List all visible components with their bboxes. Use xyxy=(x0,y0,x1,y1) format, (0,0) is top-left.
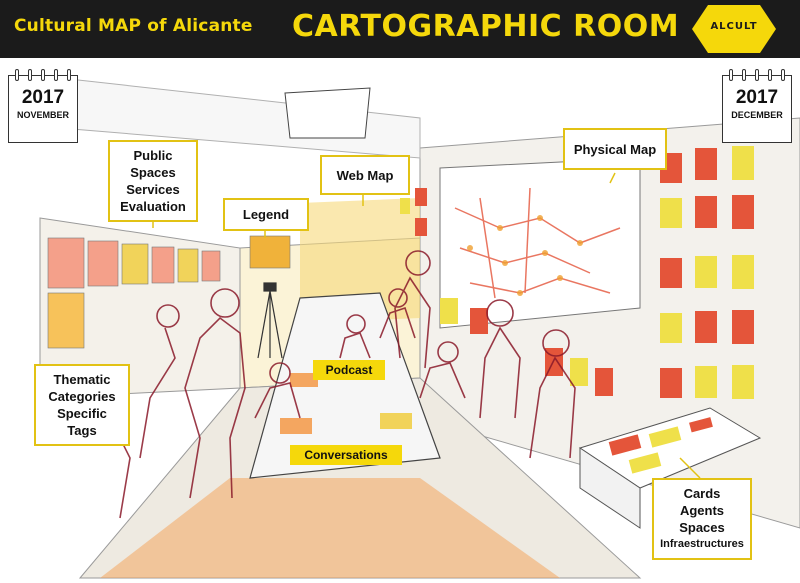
callout-public-spaces-line-4: Evaluation xyxy=(120,199,186,214)
calendar-end-year: 2017 xyxy=(735,87,779,108)
calendar-start-month: NOVEMBER xyxy=(16,110,69,120)
logo-hexagon-icon xyxy=(692,5,776,53)
header-title: CARTOGRAPHIC ROOM xyxy=(292,9,680,44)
label-conversations: Conversations xyxy=(290,445,402,465)
callout-cards-line-1: Cards xyxy=(683,486,721,501)
callout-thematic-line-4: Tags xyxy=(67,423,97,438)
calendar-ring-icon xyxy=(28,69,32,81)
calendar-end: 2017 DECEMBER xyxy=(722,69,792,143)
callout-cards: Cards Agents Spaces Infraestructures xyxy=(652,478,752,560)
calendar-start: 2017 NOVEMBER xyxy=(8,69,78,143)
calendar-ring-icon xyxy=(755,69,759,81)
callout-web-map: Web Map xyxy=(320,155,410,195)
callout-thematic-line-2: Categories xyxy=(48,389,116,404)
calendar-ring-icon xyxy=(742,69,746,81)
header-subtitle: Cultural MAP of Alicante xyxy=(14,16,253,36)
callout-web-map-label: Web Map xyxy=(336,167,394,183)
callout-legend: Legend xyxy=(223,198,309,231)
label-podcast: Podcast xyxy=(313,360,385,380)
calendar-rings xyxy=(15,69,71,81)
callout-thematic: Thematic Categories Specific Tags xyxy=(34,364,130,446)
calendar-end-month: DECEMBER xyxy=(731,110,783,120)
callout-cards-line-3: Spaces xyxy=(679,520,725,535)
callout-physical-map: Physical Map xyxy=(563,128,667,170)
calendar-rings xyxy=(729,69,785,81)
callout-thematic-line-3: Specific xyxy=(57,406,107,421)
calendar-start-year: 2017 xyxy=(21,87,65,108)
calendar-ring-icon xyxy=(41,69,45,81)
callout-legend-label: Legend xyxy=(242,207,290,222)
callout-cards-line-4: Infraestructures xyxy=(660,538,744,550)
callout-cards-line-2: Agents xyxy=(679,503,725,518)
callout-thematic-line-1: Thematic xyxy=(53,372,111,387)
logo-text: ALCULT xyxy=(710,21,758,32)
callout-public-spaces-line-3: Services xyxy=(126,182,180,197)
calendar-ring-icon xyxy=(768,69,772,81)
calendar-ring-icon xyxy=(781,69,785,81)
calendar-ring-icon xyxy=(729,69,733,81)
calendar-ring-icon xyxy=(15,69,19,81)
callout-public-spaces: Public Spaces Services Evaluation xyxy=(108,140,198,222)
header-bar: Cultural MAP of Alicante CARTOGRAPHIC RO… xyxy=(0,0,800,58)
callout-physical-map-label: Physical Map xyxy=(573,141,657,157)
calendar-ring-icon xyxy=(54,69,58,81)
callout-public-spaces-line-1: Public xyxy=(133,148,173,163)
calendar-ring-icon xyxy=(67,69,71,81)
alcult-logo: ALCULT xyxy=(690,3,778,55)
callout-public-spaces-line-2: Spaces xyxy=(130,165,176,180)
